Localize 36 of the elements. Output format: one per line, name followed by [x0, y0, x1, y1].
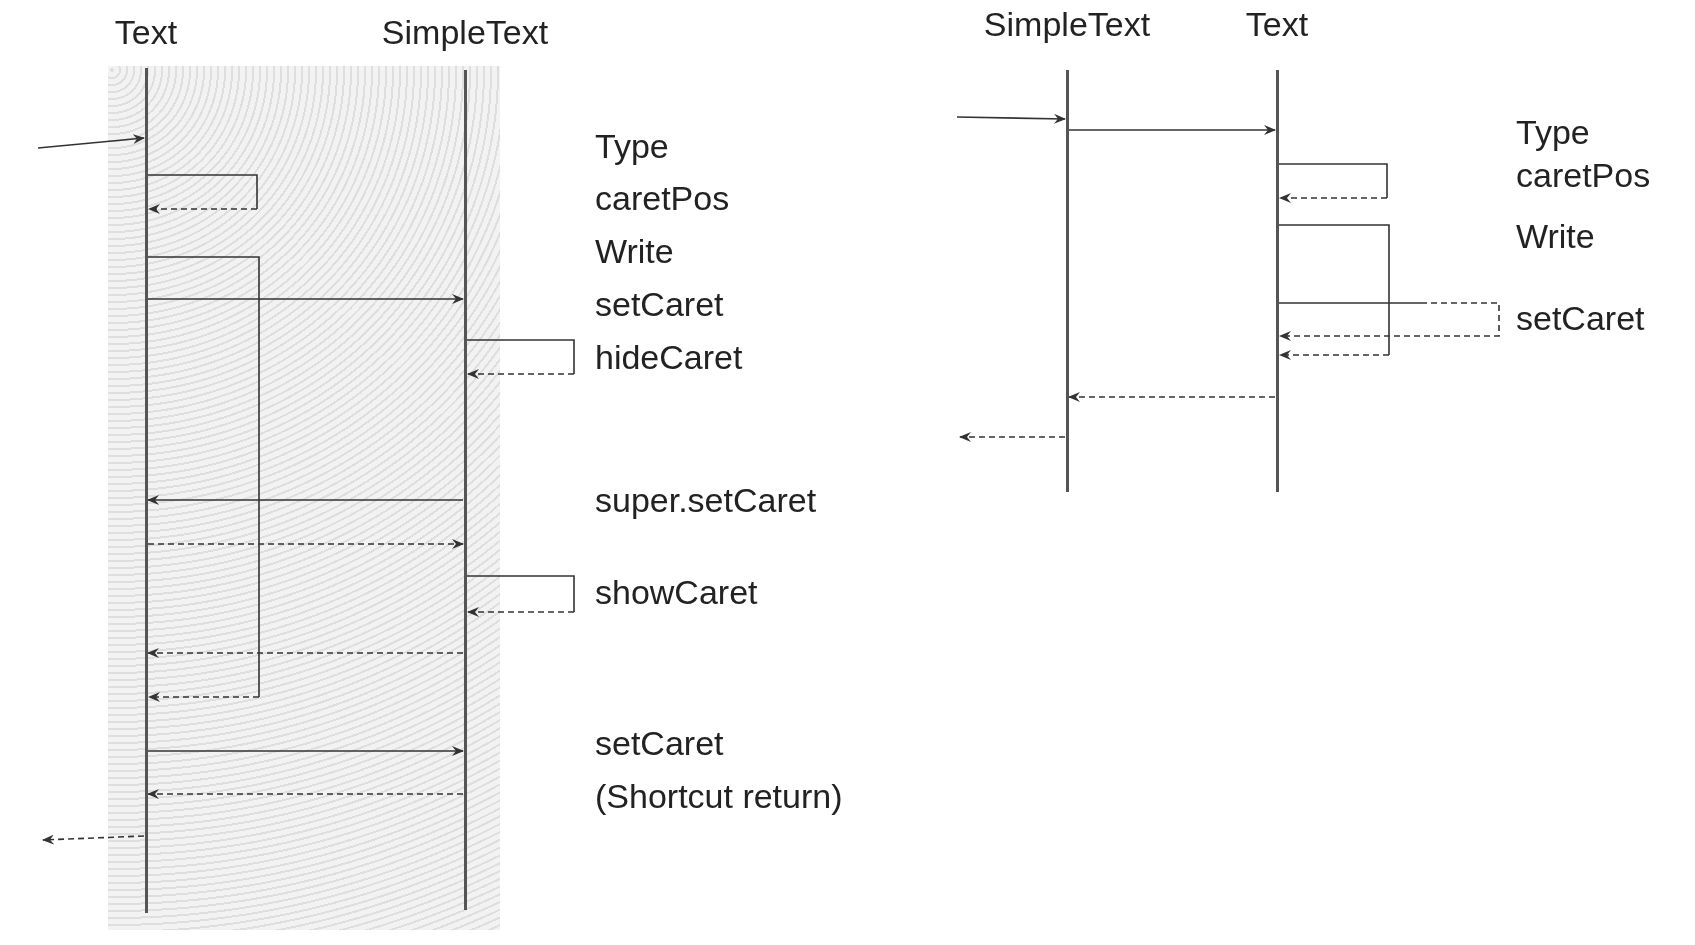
message-arrow	[1278, 163, 1388, 203]
message-label: caretPos	[1516, 155, 1651, 195]
message-arrow	[956, 113, 1066, 124]
message-arrow	[147, 648, 464, 658]
message-arrow	[959, 432, 1066, 442]
message-arrow	[1278, 302, 1500, 341]
message-arrow	[147, 294, 464, 304]
message-label: super.setCaret	[595, 480, 817, 520]
lifeline-label: SimpleText	[983, 5, 1151, 43]
message-label: setCaret	[1516, 298, 1645, 338]
message-arrow	[37, 134, 145, 149]
message-label: Type	[595, 126, 669, 166]
message-label: setCaret	[595, 723, 724, 763]
message-label: Write	[595, 231, 674, 271]
message-label: setCaret	[595, 284, 724, 324]
message-label: caretPos	[595, 178, 730, 218]
message-arrow	[1068, 125, 1276, 135]
message-arrow	[147, 539, 464, 549]
lifeline-label: SimpleText	[381, 13, 549, 51]
message-arrow	[466, 575, 575, 617]
message-label: Write	[1516, 216, 1595, 256]
message-arrow	[147, 495, 464, 505]
lifeline-label: Text	[1245, 5, 1309, 43]
lifeline-label: Text	[114, 13, 178, 51]
message-arrow	[147, 789, 464, 799]
message-arrow	[42, 834, 145, 845]
message-arrow	[1068, 392, 1276, 402]
message-arrow	[147, 256, 260, 702]
message-label: (Shortcut return)	[595, 776, 843, 816]
message-arrow	[147, 174, 258, 214]
message-arrow	[147, 746, 464, 756]
message-arrow	[466, 339, 575, 379]
message-label: Type	[1516, 112, 1590, 152]
message-label: hideCaret	[595, 337, 743, 377]
message-label: showCaret	[595, 572, 758, 612]
message-arrow	[1278, 224, 1390, 360]
